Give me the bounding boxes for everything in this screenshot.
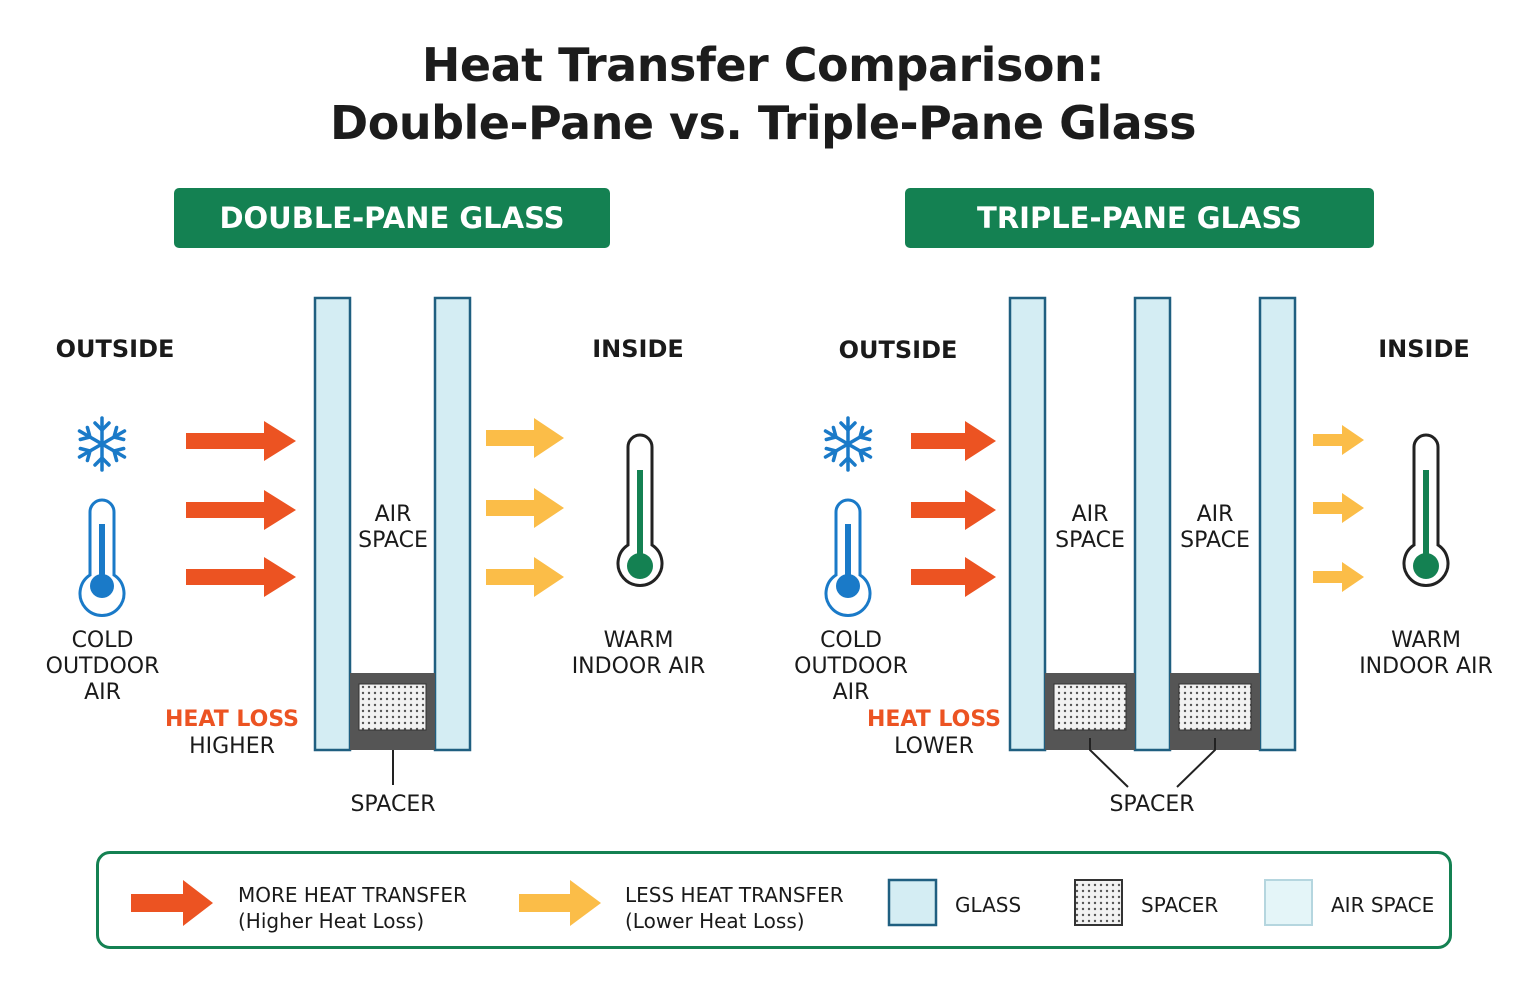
triple-inside-label: INSIDE [1378,335,1470,363]
triple-glass-outer [1008,296,1047,752]
double-glass-inner [433,296,472,752]
cold-label: COLD [71,628,134,653]
triple-glass-middle [1133,296,1172,752]
legend-more-title: MORE HEAT TRANSFER [238,883,467,907]
legend [96,851,1452,949]
double-warm-air-label: WARM INDOOR AIR [566,628,711,680]
triple-heat-loss-value: LOWER [894,734,974,759]
legend-less-subtitle: (Lower Heat Loss) [625,909,805,933]
outdoor-air-label: OUTDOOR AIR [45,654,160,705]
triple-glass-inner [1258,296,1297,752]
triple-air-space-2-label: AIR SPACE [1172,502,1258,554]
air-label: AIR [1071,502,1109,527]
triple-outside-label: OUTSIDE [838,336,958,364]
space-label: SPACE [1180,528,1250,553]
legend-glass-label: GLASS [955,893,1022,917]
triple-spacer-2 [1170,673,1260,750]
outdoor-air-label: OUTDOOR AIR [794,654,908,705]
double-glass-outer [313,296,352,752]
legend-more-arrow-icon [131,880,213,926]
thermometer-warm-icon [616,433,664,587]
heat-arrows-inside-double [486,418,564,597]
legend-less-heat-transfer: LESS HEAT TRANSFER (Lower Heat Loss) [625,882,875,934]
cold-label: COLD [820,628,882,653]
triple-spacer-label: SPACER [1109,792,1195,817]
double-cold-air-label: COLD OUTDOOR AIR [30,628,175,706]
legend-spacer-swatch [1074,879,1123,926]
legend-less-arrow-icon [519,880,601,926]
air-label: AIR [374,502,412,527]
legend-spacer-label: SPACER [1141,893,1219,917]
double-pane-window [313,296,472,785]
thermometer-warm-icon [1402,433,1450,587]
thermometer-cold-icon [824,498,872,617]
space-label: SPACE [358,528,428,553]
snowflake-icon [77,416,127,472]
legend-air-space-label: AIR SPACE [1331,893,1435,917]
double-spacer-label: SPACER [350,792,436,817]
triple-pane-window [1008,296,1297,788]
page-title-line1: Heat Transfer Comparison: [421,38,1105,92]
legend-more-heat-transfer: MORE HEAT TRANSFER (Higher Heat Loss) [238,882,498,934]
warm-label: WARM [603,628,674,653]
legend-glass-swatch [887,878,938,927]
legend-less-title: LESS HEAT TRANSFER [625,883,844,907]
triple-air-space-1-label: AIR SPACE [1047,502,1133,554]
double-outside-label: OUTSIDE [55,335,175,363]
legend-air-space-swatch [1264,879,1313,926]
air-label: AIR [1196,502,1234,527]
double-heat-loss-label: HEAT LOSS [164,707,300,732]
heat-arrows-outside-double [186,421,296,597]
triple-warm-air-label: WARM INDOOR AIR [1352,628,1500,680]
double-heat-loss-value: HIGHER [189,734,275,759]
triple-heat-loss-label: HEAT LOSS [866,707,1002,732]
triple-spacer-1 [1045,673,1135,750]
double-pane-header: DOUBLE-PANE GLASS [174,188,610,248]
indoor-air-label: INDOOR AIR [1359,654,1493,679]
heat-arrows-outside-triple [911,421,996,597]
legend-more-subtitle: (Higher Heat Loss) [238,909,425,933]
page-title-line2: Double-Pane vs. Triple-Pane Glass [330,96,1196,150]
triple-cold-air-label: COLD OUTDOOR AIR [776,628,926,706]
thermometer-cold-icon [78,498,126,617]
indoor-air-label: INDOOR AIR [571,654,706,679]
double-inside-label: INSIDE [592,335,684,363]
heat-arrows-inside-triple [1313,425,1364,592]
space-label: SPACE [1055,528,1125,553]
snowflake-icon [823,416,873,472]
warm-label: WARM [1391,628,1461,653]
double-air-space-label: AIR SPACE [352,502,434,554]
double-spacer [350,673,435,750]
triple-pane-header: TRIPLE-PANE GLASS [905,188,1374,248]
